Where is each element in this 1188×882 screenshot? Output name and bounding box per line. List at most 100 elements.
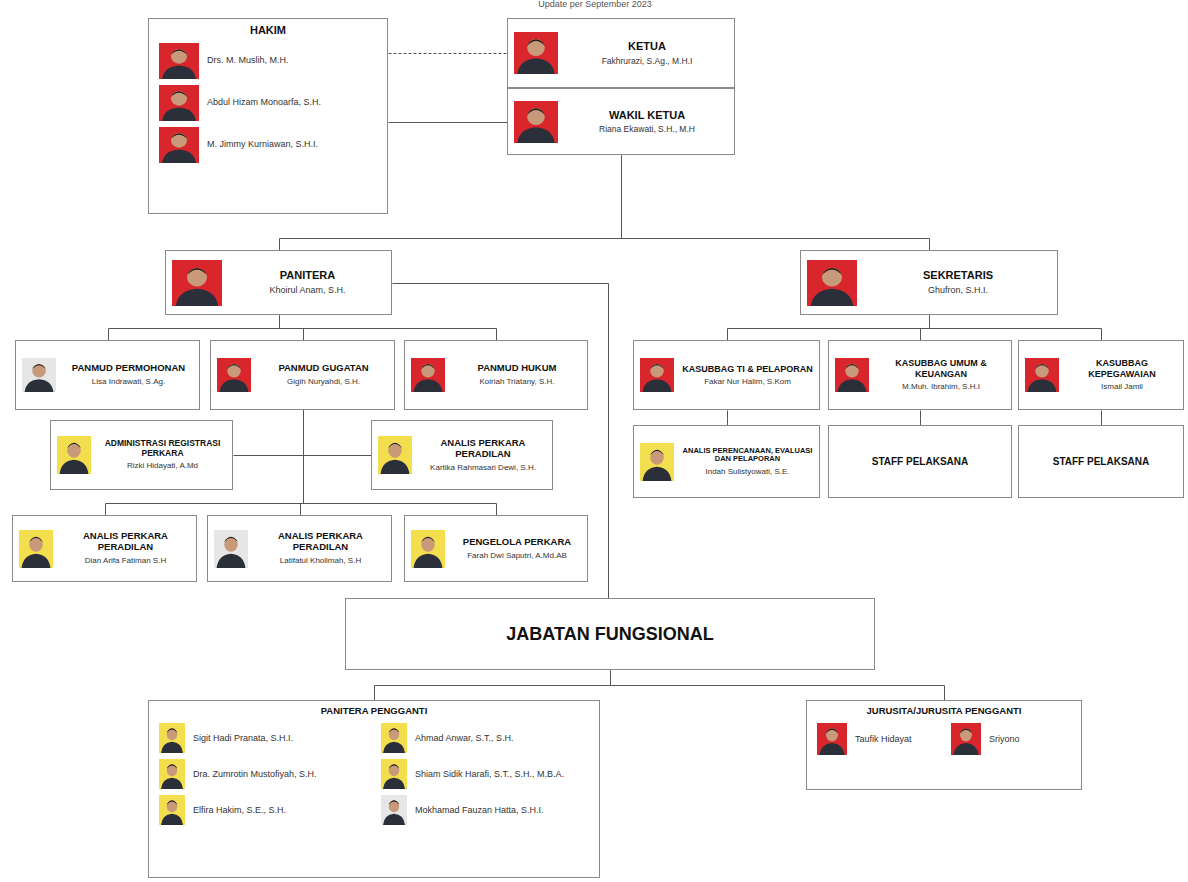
person-name: Shiam Sidik Harafi, S.T., S.H., M.B.A. — [415, 769, 589, 780]
portrait-figure — [514, 32, 558, 74]
portrait-head — [224, 536, 238, 551]
person-name: Ismail Jamil — [1067, 382, 1177, 392]
portrait-body — [161, 778, 183, 789]
portrait-photo — [640, 358, 674, 392]
portrait-head — [845, 364, 859, 378]
connector-line — [728, 316, 930, 341]
portrait-body — [819, 743, 845, 755]
org-box: PANITERAKhoirul Anam, S.H. — [165, 250, 392, 315]
portrait-figure — [159, 43, 199, 79]
portrait-photo — [1025, 358, 1059, 392]
org-box: KASUBBAG TI & PELAPORANFakar Nur Halim, … — [633, 340, 820, 410]
portrait-hair — [224, 536, 238, 542]
portrait-hair — [67, 443, 81, 449]
box-heading: SEKRETARIS — [865, 269, 1051, 282]
portrait-body — [176, 288, 219, 305]
portrait-body — [953, 743, 979, 755]
portrait-photo — [951, 723, 981, 755]
box-heading: KASUBBAG KEPEGAWAIAN — [1067, 358, 1177, 379]
portrait-photo — [159, 43, 199, 79]
person-name: Abdul Hizam Monoarfa, S.H. — [207, 97, 377, 108]
portrait-head — [650, 364, 664, 378]
portrait-body — [162, 149, 196, 163]
connector-line — [280, 316, 497, 341]
person-row: Abdul Hizam Monoarfa, S.H. — [159, 85, 377, 121]
connector-line — [611, 671, 945, 701]
portrait-body — [161, 814, 183, 825]
person-name: Elfira Hakim, S.E., S.H. — [193, 805, 367, 816]
connector-line — [389, 122, 508, 123]
person-name: Dian Arifa Fatiman S.H — [61, 556, 190, 566]
text-column: SEKRETARISGhufron, S.H.I. — [865, 269, 1051, 295]
portrait-figure — [159, 85, 199, 121]
portrait-head — [29, 536, 43, 551]
portrait-body — [162, 107, 196, 121]
portrait-figure — [19, 530, 53, 568]
box-heading: KASUBBAG TI & PELAPORAN — [682, 364, 813, 374]
portrait-figure — [807, 260, 857, 306]
portrait-body — [643, 379, 672, 392]
portrait-body — [383, 778, 405, 789]
portrait-head — [527, 108, 545, 125]
text-column: KASUBBAG UMUM & KEUANGANM.Muh. Ibrahim, … — [877, 358, 1005, 391]
portrait-photo — [381, 723, 407, 753]
org-box: KASUBBAG KEPEGAWAIAN Ismail Jamil — [1018, 340, 1184, 410]
portrait-head — [421, 364, 435, 378]
portrait-figure — [411, 530, 445, 568]
person-name: Farah Dwi Saputri, A.Md.AB — [453, 551, 581, 561]
portrait-head — [171, 133, 187, 147]
portrait-body — [838, 379, 867, 392]
connector-line — [930, 316, 1102, 341]
text-column: ANALIS PERKARA PERADILANDian Arifa Fatim… — [61, 531, 190, 565]
portrait-hair — [227, 364, 241, 369]
portrait-hair — [389, 800, 399, 805]
portrait-figure — [217, 358, 251, 392]
org-box: PANITERA PENGGANTISigit Hadi Pranata, S.… — [148, 700, 600, 878]
connector-line — [304, 411, 372, 456]
person-row: Sigit Hadi Pranata, S.H.I. — [159, 723, 367, 753]
portrait-head — [389, 764, 399, 776]
box-heading: PANITERA — [230, 269, 385, 282]
box-heading: WAKIL KETUA — [566, 109, 728, 122]
portrait-body — [25, 379, 54, 392]
person-row: M. Jimmy Kurniawan, S.H.I. — [159, 127, 377, 163]
portrait-figure — [640, 443, 674, 481]
portrait-head — [167, 728, 177, 740]
person-name: Koiriah Triatany, S.H. — [453, 377, 581, 387]
text-column: PANMUD GUGATANGigih Nuryahdi, S.H. — [259, 363, 388, 387]
portrait-hair — [527, 39, 545, 45]
connector-line — [921, 316, 930, 341]
person-name: Gigih Nuryahdi, S.H. — [259, 377, 388, 387]
portrait-body — [1028, 379, 1057, 392]
person-row: Taufik Hidayat — [817, 723, 937, 755]
portrait-hair — [32, 364, 46, 369]
portrait-photo — [217, 358, 251, 392]
text-column: PANITERAKhoirul Anam, S.H. — [230, 269, 385, 295]
portrait-head — [167, 764, 177, 776]
connector-line — [389, 53, 508, 54]
name-grid: Taufik HidayatSriyono — [817, 723, 1071, 755]
org-box: HAKIMDrs. M. Muslih, M.H.Abdul Hizam Mon… — [148, 18, 388, 214]
connector-line — [1101, 411, 1102, 426]
portrait-head — [171, 49, 187, 63]
portrait-figure — [835, 358, 869, 392]
portrait-figure — [159, 723, 185, 753]
person-row: Drs. M. Muslih, M.H. — [159, 43, 377, 79]
portrait-figure — [22, 358, 56, 392]
portrait-hair — [171, 133, 187, 138]
connector-line — [109, 316, 280, 341]
person-name: Fakhrurazi, S.Ag., M.H.I — [566, 56, 728, 66]
org-box: ANALIS PERKARA PERADILANLatifatul Kholim… — [207, 515, 392, 582]
portrait-head — [822, 268, 842, 286]
portrait-hair — [826, 729, 838, 734]
text-column: KASUBBAG TI & PELAPORANFakar Nur Halim, … — [682, 364, 813, 387]
portrait-body — [161, 742, 183, 753]
portrait-hair — [167, 800, 177, 805]
person-name: Latifatul Kholimah, S.H — [256, 556, 385, 566]
box-heading: ADMINISTRASI REGISTRASI PERKARA — [99, 439, 226, 459]
box-heading: STAFF PELAKSANA — [1053, 456, 1149, 468]
portrait-hair — [171, 49, 187, 54]
person-name: Indah Sulistyowati, S.E. — [682, 467, 813, 477]
portrait-photo — [22, 358, 56, 392]
